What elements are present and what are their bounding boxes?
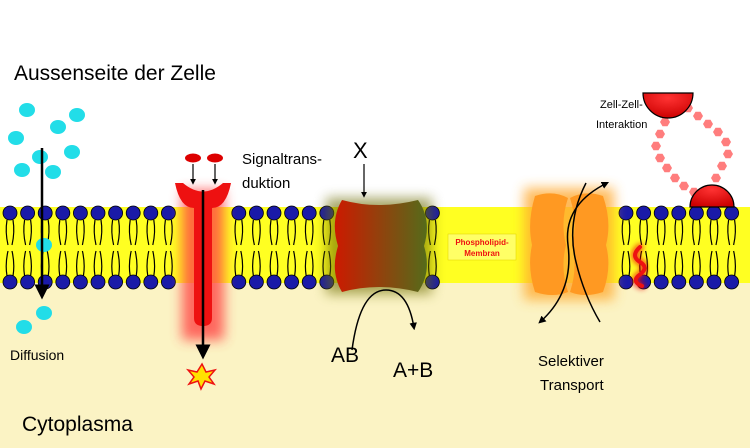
transport-label-line1: Selektiver — [538, 353, 604, 370]
interaction-segment — [721, 137, 731, 147]
transport-label-line2: Transport — [540, 377, 604, 394]
lipid-molecule — [653, 205, 669, 290]
lipid-molecule — [301, 205, 317, 290]
diffusion-label: Diffusion — [10, 347, 64, 363]
lipid-molecule — [143, 205, 159, 290]
diffusion-molecule — [50, 120, 66, 134]
diffusion-molecule — [19, 103, 35, 117]
lipid-molecule — [284, 205, 300, 290]
lipid-molecule — [689, 205, 704, 290]
interaction-cap-top — [642, 92, 694, 119]
lipid-molecule — [90, 205, 106, 290]
ab-label: AB — [331, 344, 359, 367]
diffusion-molecule — [32, 150, 48, 164]
interaction-segment — [670, 173, 680, 183]
membrane-label-line2: Membran — [464, 249, 500, 258]
interaction-segment — [660, 117, 670, 127]
outside-label: Aussenseite der Zelle — [14, 62, 216, 85]
interaction-segment — [655, 153, 665, 163]
lipid-molecule — [108, 205, 123, 290]
cell-interaction — [632, 92, 735, 289]
lipid-molecule — [231, 205, 247, 290]
lipid-molecule — [266, 205, 282, 290]
lipid-molecule — [160, 205, 176, 290]
ligand-molecule — [185, 153, 201, 163]
lipid-molecule — [20, 205, 36, 290]
cytoplasm-label: Cytoplasma — [22, 413, 133, 436]
signal-label-line1: Signaltrans- — [242, 151, 322, 168]
lipid-molecule — [671, 205, 687, 290]
signal-label-line2: duktion — [242, 175, 290, 192]
substrate-x-label: X — [353, 138, 368, 163]
transport-arrow-out — [571, 182, 601, 323]
signal-burst-icon — [185, 362, 218, 391]
aplusb-label: A+B — [393, 359, 433, 382]
signal-receptor — [175, 153, 231, 391]
interaction-segment — [723, 149, 733, 159]
lipid-molecule — [724, 205, 739, 290]
interaction-segment — [651, 141, 661, 151]
interaction-segment — [679, 181, 689, 191]
diffusion-molecule — [8, 131, 24, 145]
diffusion-molecule — [16, 320, 32, 334]
enzyme-protein — [326, 164, 432, 351]
diffusion-molecule — [45, 165, 61, 179]
interaction-segment — [717, 161, 727, 171]
membrane-label-box — [447, 233, 517, 261]
reaction-arrow — [351, 289, 417, 351]
diffusion-molecule — [36, 238, 52, 252]
transport-arrow-in — [538, 181, 610, 324]
diffusion-molecule — [69, 108, 85, 122]
lipid-molecule — [125, 205, 141, 290]
interaction-cap-bottom — [689, 184, 735, 208]
ligand-molecule — [207, 153, 223, 163]
interaction-segment — [662, 163, 672, 173]
membrane-label-line1: Phospholipid- — [455, 238, 509, 247]
lipid-molecule — [248, 205, 264, 290]
interaction-segment — [655, 129, 665, 139]
interaction-segment — [693, 111, 703, 121]
interaction-label-line2: Interaktion — [596, 119, 647, 131]
lipid-molecule — [55, 205, 71, 290]
interaction-label-line1: Zell-Zell- — [600, 99, 643, 111]
transporter-protein — [524, 181, 614, 324]
lipid-molecule — [618, 205, 634, 290]
diffusion-molecule — [14, 163, 30, 177]
diffusion-molecule — [64, 145, 80, 159]
interaction-segment — [703, 119, 713, 129]
lipid-molecule — [73, 205, 88, 290]
interaction-segment — [711, 173, 721, 183]
interaction-segment — [713, 127, 723, 137]
diffusion-molecules — [8, 103, 85, 334]
diffusion-molecule — [36, 306, 52, 320]
lipid-molecule — [2, 205, 18, 290]
lipid-molecule — [706, 205, 722, 290]
